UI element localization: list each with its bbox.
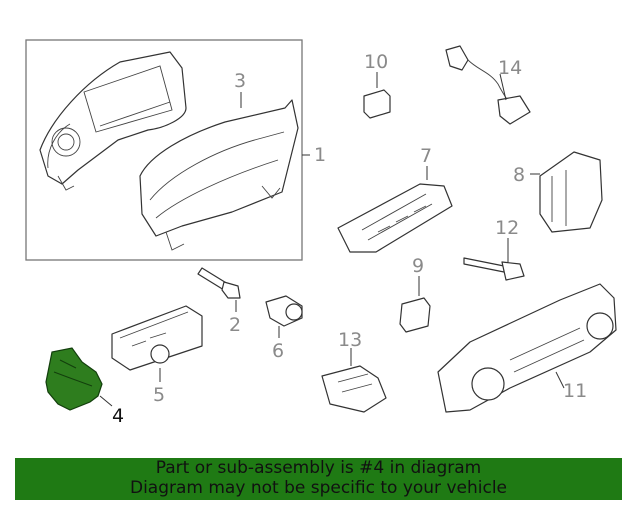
connector-part-9[interactable]: [399, 297, 431, 333]
bolt-part-2[interactable]: [197, 267, 241, 299]
callout-1: 1: [314, 144, 326, 166]
callout-10: 10: [364, 51, 388, 73]
callout-2: 2: [229, 314, 241, 336]
notice-line-1: Part or sub-assembly is #4 in diagram: [155, 458, 482, 478]
callout-4: 4: [112, 405, 124, 427]
callout-13: 13: [338, 329, 362, 351]
callout-6: 6: [272, 340, 284, 362]
cluster-assembly-box: [25, 39, 303, 261]
leader-lines: [99, 72, 565, 407]
cluster-display-part[interactable]: [39, 51, 187, 191]
climate-control-part-11[interactable]: [437, 283, 617, 413]
callout-3: 3: [234, 70, 246, 92]
callout-14: 14: [498, 57, 522, 79]
harness-part-14[interactable]: [445, 45, 531, 125]
switch-part-5[interactable]: [111, 305, 203, 371]
notice-banner: Part or sub-assembly is #4 in diagram Di…: [15, 458, 622, 500]
module-part-8[interactable]: [539, 151, 603, 233]
callout-8: 8: [513, 164, 525, 186]
callout-9: 9: [412, 255, 424, 277]
knob-part-6[interactable]: [265, 295, 303, 327]
notice-line-2: Diagram may not be specific to your vehi…: [129, 478, 507, 498]
callout-7: 7: [420, 145, 432, 167]
callout-12: 12: [495, 217, 519, 239]
switch-part-13[interactable]: [321, 365, 387, 413]
callout-labels: 1 2 3 4 5 6 7 8 9 10 11 12 13 14: [112, 51, 587, 427]
switch-panel-part-7[interactable]: [337, 183, 453, 253]
cluster-housing-part[interactable]: [139, 99, 299, 251]
callout-11: 11: [563, 380, 587, 402]
bolt-part-12[interactable]: [463, 257, 525, 281]
bracket-part-4-highlighted[interactable]: [45, 347, 103, 411]
button-part-10[interactable]: [363, 89, 391, 119]
callout-5: 5: [153, 384, 165, 406]
